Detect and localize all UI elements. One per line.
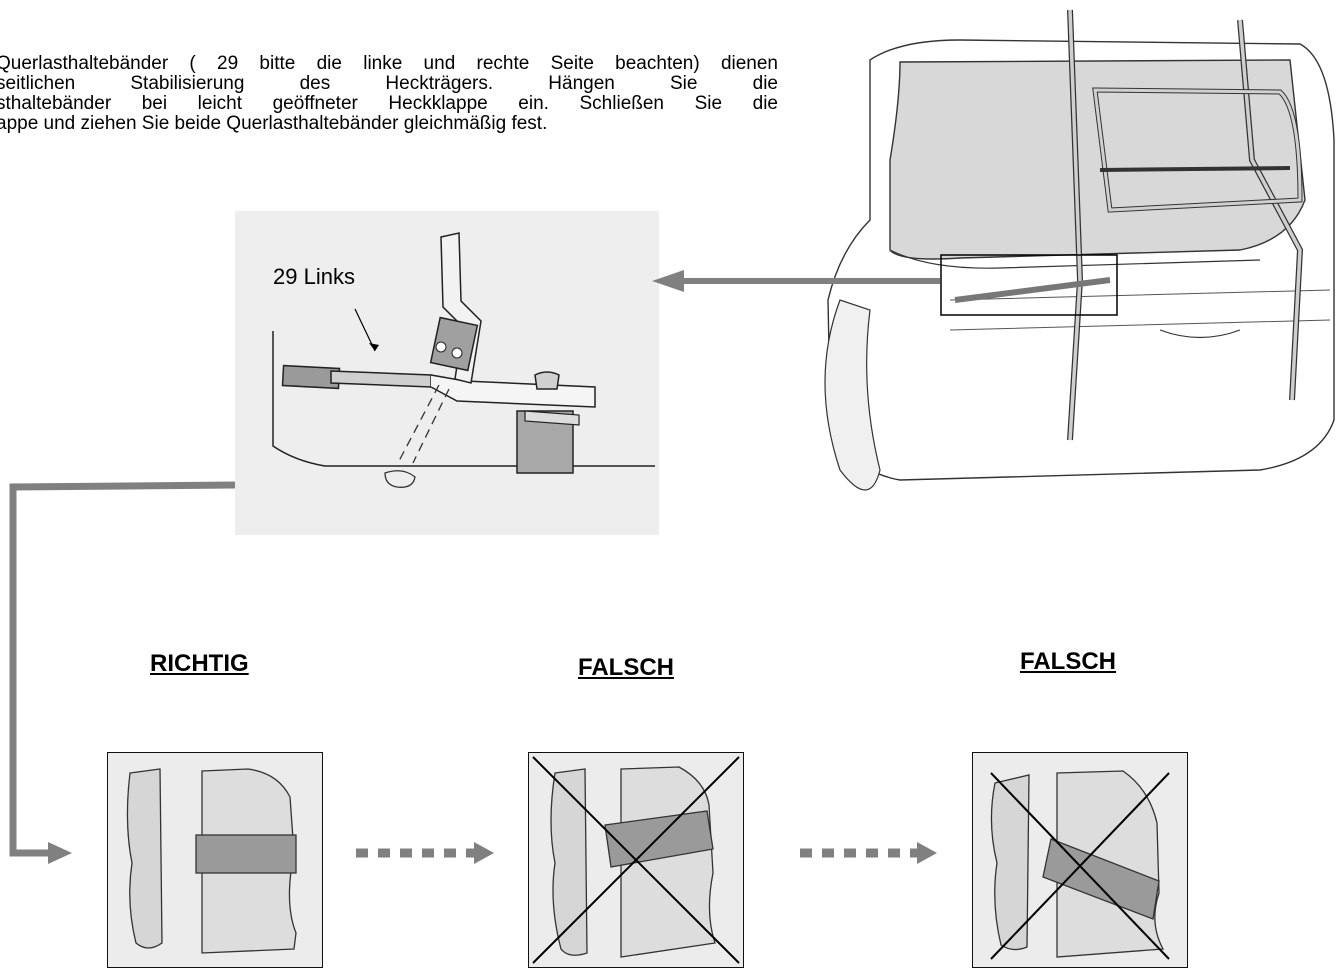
intro-line: Querlasthaltebänder ( 29 bitte die linke… <box>0 53 778 74</box>
flow-arrow <box>9 481 236 864</box>
strap-correct <box>195 834 297 874</box>
cross-mark <box>532 756 740 964</box>
intro-line: appe und ziehen Sie beide Querlasthalteb… <box>0 113 548 134</box>
wrong-heading-1: FALSCH <box>578 654 674 681</box>
detail-drawing <box>272 232 655 488</box>
wrong-panel-2 <box>972 752 1188 968</box>
detail-label: 29 Links <box>273 264 355 289</box>
detail-highlight-frame <box>940 254 1118 316</box>
intro-paragraph: Querlasthaltebänder ( 29 bitte die linke… <box>0 54 778 134</box>
intro-line: seitlichen Stabilisierung des Heckträger… <box>0 73 778 94</box>
car-illustration <box>824 9 1335 491</box>
detail-arrow <box>652 270 940 292</box>
correct-panel <box>107 752 323 968</box>
dotted-arrow-2 <box>800 842 937 864</box>
detail-illustration <box>235 211 659 535</box>
strap-wrong-1 <box>604 810 714 868</box>
dotted-arrow-1 <box>356 842 494 864</box>
wrong-heading-2: FALSCH <box>1020 648 1116 675</box>
wrong-panel-1 <box>528 752 744 968</box>
intro-line: sthaltebänder bei leicht geöffneter Heck… <box>0 93 778 114</box>
correct-heading: RICHTIG <box>150 650 249 677</box>
cross-mark <box>990 772 1170 960</box>
